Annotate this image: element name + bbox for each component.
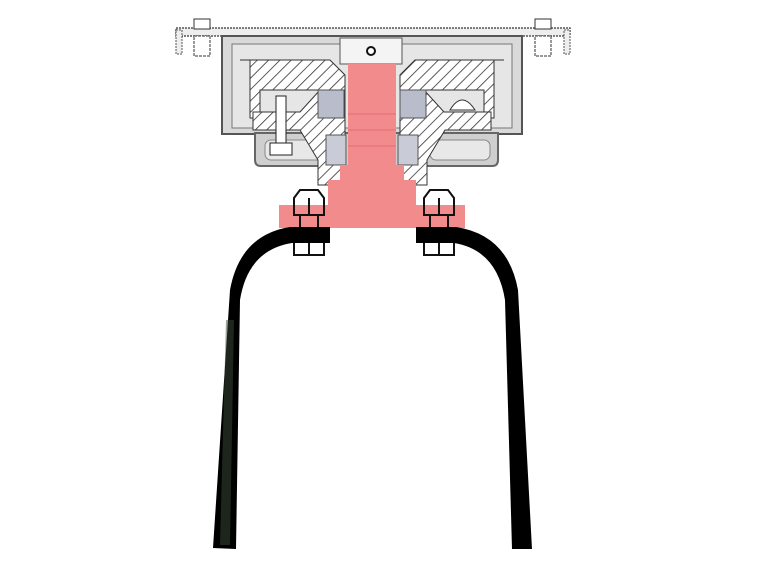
grease-nipple bbox=[449, 99, 476, 111]
shaft bbox=[328, 64, 416, 208]
bearing-lower-left bbox=[325, 134, 347, 166]
top-bolt-right bbox=[534, 18, 552, 57]
kingpin-nut bbox=[339, 37, 403, 65]
top-bolt-left bbox=[193, 18, 211, 57]
bearing-upper-left bbox=[317, 89, 345, 119]
hub-section bbox=[240, 59, 504, 186]
bearing-upper-right bbox=[399, 89, 427, 119]
bearing-lower-right bbox=[397, 134, 419, 166]
fork-leg-right bbox=[416, 227, 532, 549]
inner-bolt bbox=[275, 95, 287, 151]
fork-highlight bbox=[220, 320, 234, 545]
flange bbox=[279, 205, 465, 228]
